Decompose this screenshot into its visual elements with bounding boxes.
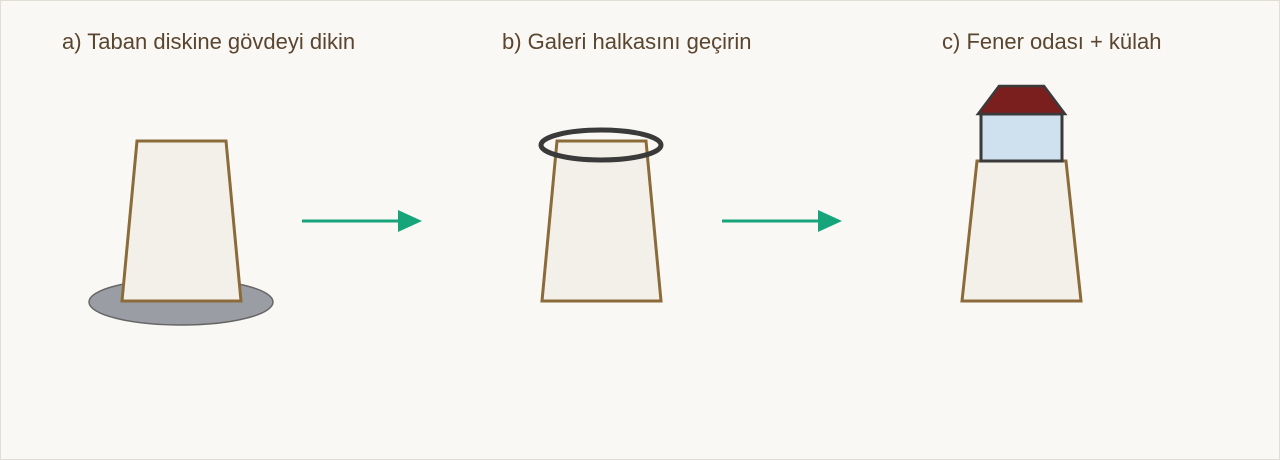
step-a-label: a) Taban diskine gövdeyi dikin (62, 29, 356, 54)
tower-body (540, 139, 663, 303)
step-c-label: c) Fener odası + külah (942, 29, 1162, 54)
step-a-figure (88, 139, 274, 326)
step-b-figure (538, 127, 664, 303)
step-c-figure (960, 84, 1083, 303)
lantern-room (979, 112, 1064, 163)
tower-body (960, 159, 1083, 303)
gallery-ring (538, 127, 664, 163)
arrow-b-to-c (722, 210, 842, 232)
step-b-label: b) Galeri halkasını geçirin (502, 29, 752, 54)
tower-body (120, 139, 243, 303)
roof-cap (975, 84, 1068, 116)
arrow-a-to-b (302, 210, 422, 232)
